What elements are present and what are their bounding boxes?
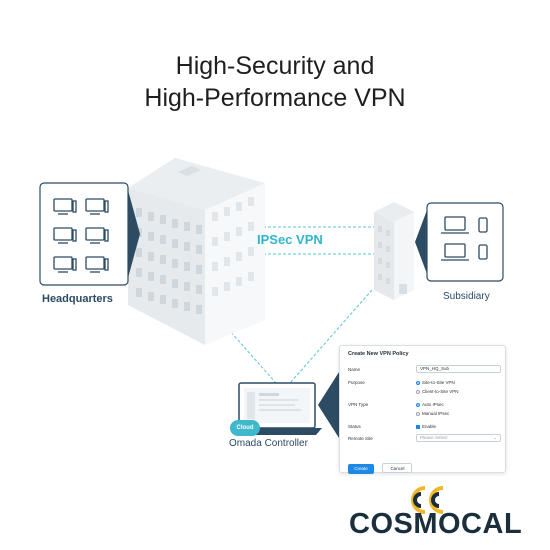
purpose-label: Purpose (348, 380, 365, 385)
vpn-type-option-manual[interactable]: Manual IPsec (416, 411, 449, 416)
chevron-down-icon: ⌄ (493, 435, 497, 440)
vpn-type-option-label: Auto IPsec (422, 402, 444, 407)
radio-selected-icon (416, 402, 420, 407)
laptop-phone-icons (441, 216, 488, 261)
vpn-policy-title: Create New VPN Policy (348, 351, 409, 357)
subsidiary-devices-panel (415, 202, 504, 282)
purpose-row-2: Client-to-Site VPN (348, 389, 497, 398)
name-row: Name VPN_HQ_Sub (348, 365, 501, 376)
checkbox-checked-icon (416, 424, 420, 429)
status-enable-checkbox[interactable]: Enable (416, 424, 436, 429)
callout-arrow (318, 372, 339, 438)
name-label: Name (348, 367, 361, 372)
purpose-row: Purpose Site-to-Site VPN (348, 380, 497, 389)
cosmocal-logo-text: COSMOCAL (349, 508, 523, 540)
vpn-type-row-2: Manual IPsec (348, 411, 497, 420)
policy-actions: Create Cancel (348, 457, 416, 475)
remote-site-label: Remote Site (348, 436, 373, 441)
vpn-type-option-label: Manual IPsec (422, 411, 450, 416)
name-input[interactable]: VPN_HQ_Sub (416, 365, 501, 373)
radio-selected-icon (416, 380, 420, 385)
purpose-option-label: Site-to-Site VPN (422, 380, 455, 385)
vpn-type-option-auto[interactable]: Auto IPsec (416, 402, 444, 407)
vpn-policy-panel: Create New VPN Policy Name VPN_HQ_Sub Pu… (339, 345, 506, 475)
cloud-badge: Cloud (230, 420, 260, 436)
vpn-type-label: VPN Type (348, 402, 369, 407)
title-line-1: High-Security and (175, 52, 375, 80)
title-line-2: High-Performance VPN (144, 84, 406, 112)
omada-controller-label: Omada Controller (229, 438, 308, 449)
remote-site-placeholder: Please Select (420, 435, 448, 440)
desktop-computer-icons (53, 198, 109, 273)
cancel-button[interactable]: Cancel (382, 463, 413, 473)
vpn-type-row: VPN Type Auto IPsec (348, 402, 497, 411)
radio-icon (416, 411, 420, 416)
vpn-tunnel-lines (178, 226, 380, 384)
status-label: Status (348, 424, 361, 429)
diagram-title: High-Security and High-Performance VPN (0, 50, 550, 114)
purpose-option-label: Client-to-Site VPN (422, 389, 459, 394)
remote-site-row: Remote Site Please Select ⌄ (348, 434, 501, 445)
purpose-option-client-to-site[interactable]: Client-to-Site VPN (416, 389, 459, 394)
cosmocal-logo-mark (411, 486, 444, 514)
remote-site-select[interactable]: Please Select ⌄ (416, 434, 501, 442)
headquarters-building (128, 158, 265, 345)
status-value: Enable (422, 424, 437, 429)
subsidiary-label: Subsidiary (443, 291, 490, 302)
create-button[interactable]: Create (348, 464, 374, 474)
ipsec-vpn-label: IPSec VPN (257, 232, 323, 247)
status-row: Status Enable (348, 424, 497, 433)
radio-icon (416, 389, 420, 394)
subsidiary-building (374, 202, 414, 300)
headquarters-label: Headquarters (42, 293, 113, 305)
purpose-option-site-to-site[interactable]: Site-to-Site VPN (416, 380, 455, 385)
headquarters-devices-panel (39, 182, 140, 286)
